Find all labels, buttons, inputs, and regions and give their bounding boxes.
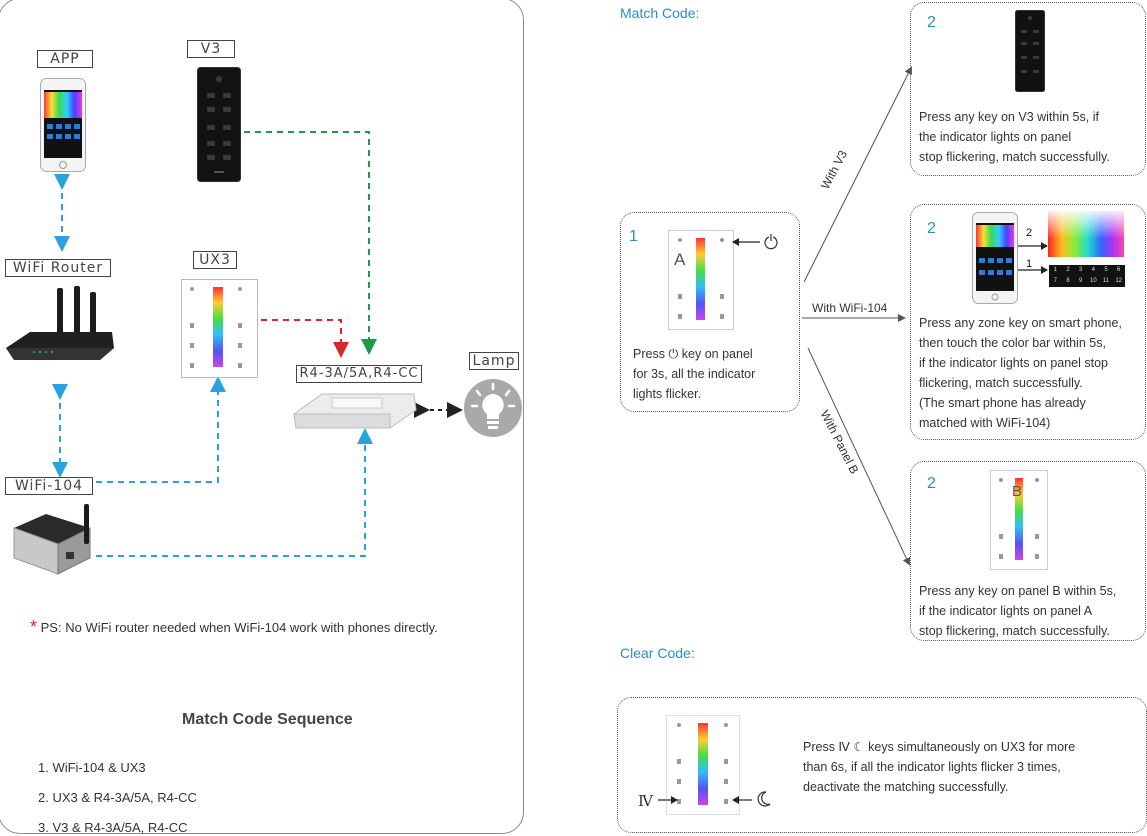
branch-arrows (802, 66, 912, 566)
link-wifi104-ux3 (96, 376, 226, 483)
step2-v3-line: the indicator lights on panel (919, 130, 1072, 144)
clear-code-heading: Clear Code: (620, 645, 695, 661)
panel-a-image (668, 230, 734, 330)
connection-lines (52, 131, 463, 557)
receiver-label: R4-3A/5A,R4-CC (296, 365, 422, 383)
step2-v3-description: Press any key on V3 within 5s, if the in… (919, 107, 1110, 167)
step2-v3-line: stop flickering, match successfully. (919, 150, 1110, 164)
wifi104-label: WiFi-104 (5, 477, 93, 495)
clear-key-arrows (658, 796, 752, 804)
step2-wifi-line: if the indicator lights on panel stop (919, 356, 1109, 370)
sequence-item-3: 3. V3 & R4-3A/5A, R4-CC (38, 820, 188, 835)
zone-key: 1 (1053, 267, 1057, 273)
zone-key: 10 (1089, 278, 1097, 284)
panel-b-image (990, 470, 1048, 570)
step2-wifi-line: Press any zone key on smart phone, (919, 316, 1122, 330)
zone-key: 11 (1102, 278, 1110, 284)
step2-wifi-number: 2 (927, 220, 936, 237)
phone-step-arrows (1018, 242, 1048, 274)
zone-keys-strip: 1 2 3 4 5 6 7 8 9 10 11 12 (1049, 265, 1125, 287)
step1-line: for 3s, all the indicator (633, 367, 756, 381)
zone-key: 5 (1104, 267, 1108, 273)
system-diagram-panel (0, 0, 524, 834)
smartphone-small-image (972, 212, 1018, 304)
step2-wifi-description: Press any zone key on smart phone, then … (919, 313, 1122, 433)
wifi104-device-image (13, 504, 91, 575)
step2-panel-b-line: stop flickering, match successfully. (919, 624, 1110, 638)
match-code-heading: Match Code: (620, 5, 700, 21)
zone-key: 6 (1116, 267, 1121, 273)
step2-v3-box (910, 2, 1146, 176)
step2-panel-b-description: Press any key on panel B within 5s, if t… (919, 581, 1116, 641)
step2-panel-b-line: Press any key on panel B within 5s, (919, 584, 1117, 598)
wifi-router-image (6, 286, 114, 360)
step2-panel-b-line: if the indicator lights on panel A (919, 604, 1093, 618)
ps-star: * (30, 617, 38, 637)
clear-line: than 6s, if all the indicator lights fli… (803, 760, 1061, 774)
moon-icon (757, 791, 771, 807)
lamp-icon (464, 379, 522, 437)
step2-wifi-line: matched with WiFi-104) (919, 416, 1051, 430)
step2-panel-b-number: 2 (927, 475, 936, 492)
zone-key: 7 (1053, 278, 1057, 284)
zone-key: 8 (1066, 278, 1070, 284)
v3-remote-image (197, 67, 241, 182)
zone-key: 2 (1066, 267, 1070, 273)
zone-key: 9 (1078, 278, 1083, 284)
ux3-clear-panel-image (666, 715, 740, 815)
ps-note-text: PS: No WiFi router needed when WiFi-104 … (40, 620, 438, 635)
ux3-label: UX3 (193, 251, 237, 269)
link-ux3-receiver (250, 319, 349, 358)
step2-panel-b-box (910, 461, 1146, 641)
step1-box (620, 212, 800, 412)
link-v3-receiver (244, 131, 377, 355)
smartphone-image (40, 78, 86, 172)
clear-line: deactivate the matching successfully. (803, 780, 1009, 794)
app-label: APP (37, 50, 93, 68)
step2-v3-line: Press any key on V3 within 5s, if (919, 110, 1099, 124)
sequence-title: Match Code Sequence (182, 711, 353, 728)
receiver-image (293, 393, 417, 429)
clear-code-description: Press Ⅳ ☾ keys simultaneously on UX3 for… (803, 737, 1075, 797)
step2-wifi-line: flickering, match successfully. (919, 376, 1083, 390)
arrow-label-1: 1 (1026, 258, 1033, 270)
step2-wifi-line: (The smart phone has already (919, 396, 1086, 410)
sequence-item-1: 1. WiFi-104 & UX3 (38, 760, 146, 775)
step2-v3-number: 2 (927, 14, 936, 31)
step1-number: 1 (629, 228, 638, 245)
zone-key: 4 (1091, 267, 1095, 273)
key-iv-label: Ⅳ (638, 792, 653, 810)
lamp-label: Lamp (469, 352, 519, 370)
step2-wifi-box (910, 204, 1146, 440)
zone-key: 3 (1078, 267, 1083, 273)
clear-line: Press Ⅳ ☾ keys simultaneously on UX3 for… (803, 740, 1076, 754)
panel-b-letter: B (1012, 483, 1023, 500)
v3-remote-small-image (1015, 10, 1045, 92)
link-wifi104-receiver (96, 428, 373, 557)
wifi-router-label: WiFi Router (5, 259, 111, 277)
arrow-label-2: 2 (1026, 227, 1033, 239)
zone-key: 12 (1115, 278, 1122, 284)
ux3-panel-image (181, 279, 258, 378)
step1-description: Press ⏻ key on panel for 3s, all the ind… (633, 344, 755, 404)
panel-a-letter: A (674, 250, 686, 269)
branch-label-wifi104: With WiFi-104 (812, 301, 888, 315)
sequence-item-2: 2. UX3 & R4-3A/5A, R4-CC (38, 790, 197, 805)
step1-line: lights flicker. (633, 387, 702, 401)
v3-label: V3 (187, 40, 235, 58)
step1-line: Press ⏻ key on panel (633, 347, 753, 361)
step2-wifi-line: then touch the color bar within 5s, (919, 336, 1106, 350)
power-key-pointer-icon (732, 234, 778, 250)
color-spectrum-image (1048, 211, 1124, 257)
ps-note: * PS: No WiFi router needed when WiFi-10… (30, 617, 438, 638)
